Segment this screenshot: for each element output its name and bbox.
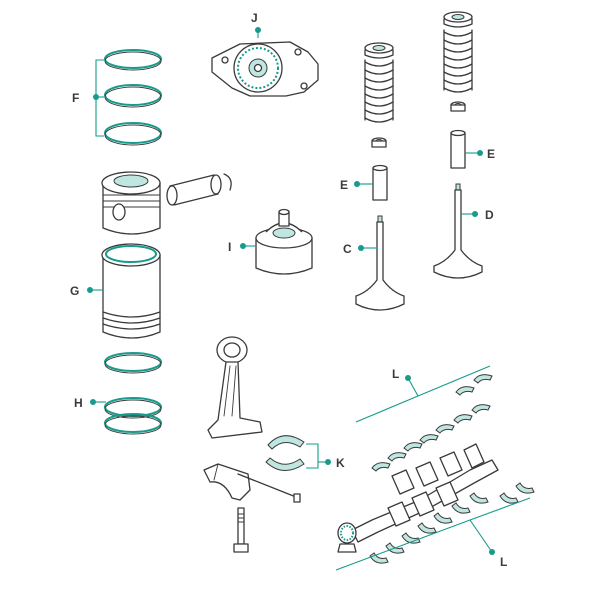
label-l-bottom: L [335, 497, 531, 571]
piston-pin-part [166, 173, 232, 206]
valve-left-part [355, 215, 405, 311]
label-k: K [306, 443, 345, 470]
label-f: F [72, 59, 104, 137]
label-g: G [70, 284, 103, 298]
svg-text:L: L [392, 367, 399, 381]
svg-text:H: H [74, 396, 83, 410]
rod-bearing-shells-part [265, 435, 305, 471]
valve-spring-left-part [364, 42, 394, 148]
valve-guide-right-part [450, 129, 466, 169]
svg-text:D: D [485, 208, 494, 222]
svg-text:E: E [487, 147, 495, 161]
valve-spring-right-part [443, 11, 473, 112]
svg-text:G: G [70, 284, 79, 298]
svg-text:J: J [251, 11, 258, 25]
main-bearings-top-part [371, 374, 493, 472]
piston-rings-part [104, 49, 162, 146]
svg-text:L: L [500, 555, 507, 569]
liner-seal-rings-part [104, 352, 162, 435]
svg-text:F: F [72, 91, 79, 105]
thermostat-part [255, 208, 313, 275]
svg-text:I: I [228, 240, 231, 254]
crankshaft-part [337, 443, 499, 553]
label-j: J [251, 11, 261, 38]
label-e-right: E [465, 147, 495, 161]
connecting-rod-part [207, 336, 263, 439]
connecting-rod-bolt-part [233, 507, 249, 553]
cylinder-liner-part [101, 243, 161, 339]
piston-part [101, 171, 161, 235]
label-i: I [228, 240, 256, 254]
valve-right-part [433, 183, 483, 279]
label-d: D [461, 208, 494, 222]
main-bearings-bottom-part [369, 482, 535, 564]
water-pump-part [211, 41, 319, 97]
label-c: C [343, 242, 377, 256]
connecting-rod-cap-part [203, 463, 301, 503]
valve-guide-left-part [372, 164, 388, 201]
label-l-top: L [355, 365, 491, 423]
label-h: H [74, 396, 106, 410]
svg-text:C: C [343, 242, 352, 256]
svg-text:K: K [336, 456, 345, 470]
label-e-left: E [340, 178, 373, 192]
svg-text:E: E [340, 178, 348, 192]
